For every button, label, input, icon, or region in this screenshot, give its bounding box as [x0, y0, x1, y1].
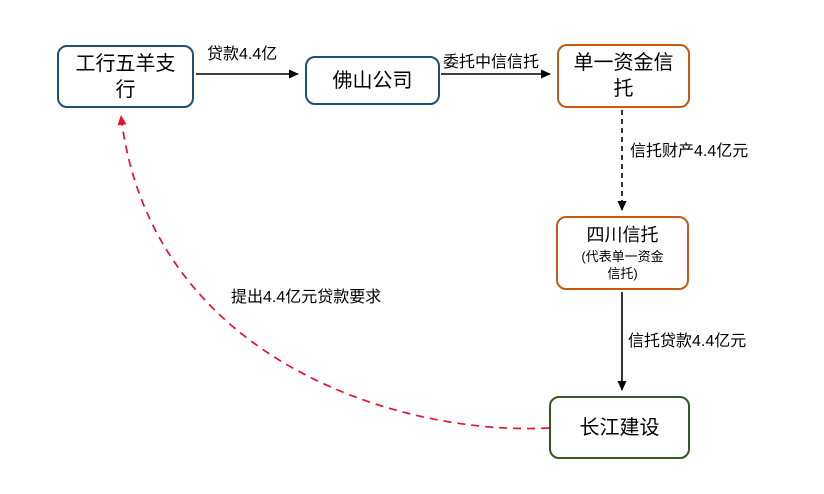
node-foshan-company: 佛山公司: [305, 56, 440, 105]
edge-label-trust-property: 信托财产4.4亿元: [630, 143, 749, 160]
node-foshan-company-label: 佛山公司: [332, 69, 413, 92]
node-single-fund-trust-label: 单一资金信托: [573, 52, 674, 100]
node-sichuan-trust-label: 四川信托: [586, 225, 659, 246]
node-sichuan-trust: 四川信托 (代表单一资金信托): [556, 216, 689, 290]
node-sichuan-trust-sublabel: (代表单一资金信托): [581, 249, 664, 281]
node-changjiang-construction-label: 长江建设: [579, 416, 660, 439]
node-icbc-wuyang-branch: 工行五羊支行: [57, 45, 194, 108]
edge-label-loan-request: 提出4.4亿元贷款要求: [231, 289, 382, 306]
edge-label-entrust-citic: 委托中信信托: [443, 54, 540, 71]
curve-loan-request-dashed: [117, 115, 550, 430]
node-icbc-wuyang-branch-label: 工行五羊支行: [75, 52, 176, 101]
node-changjiang-construction: 长江建设: [549, 396, 690, 459]
edge-label-loan: 贷款4.4亿: [207, 46, 278, 63]
node-single-fund-trust: 单一资金信托: [557, 44, 690, 108]
edge-label-trust-loan: 信托贷款4.4亿元: [628, 333, 747, 350]
